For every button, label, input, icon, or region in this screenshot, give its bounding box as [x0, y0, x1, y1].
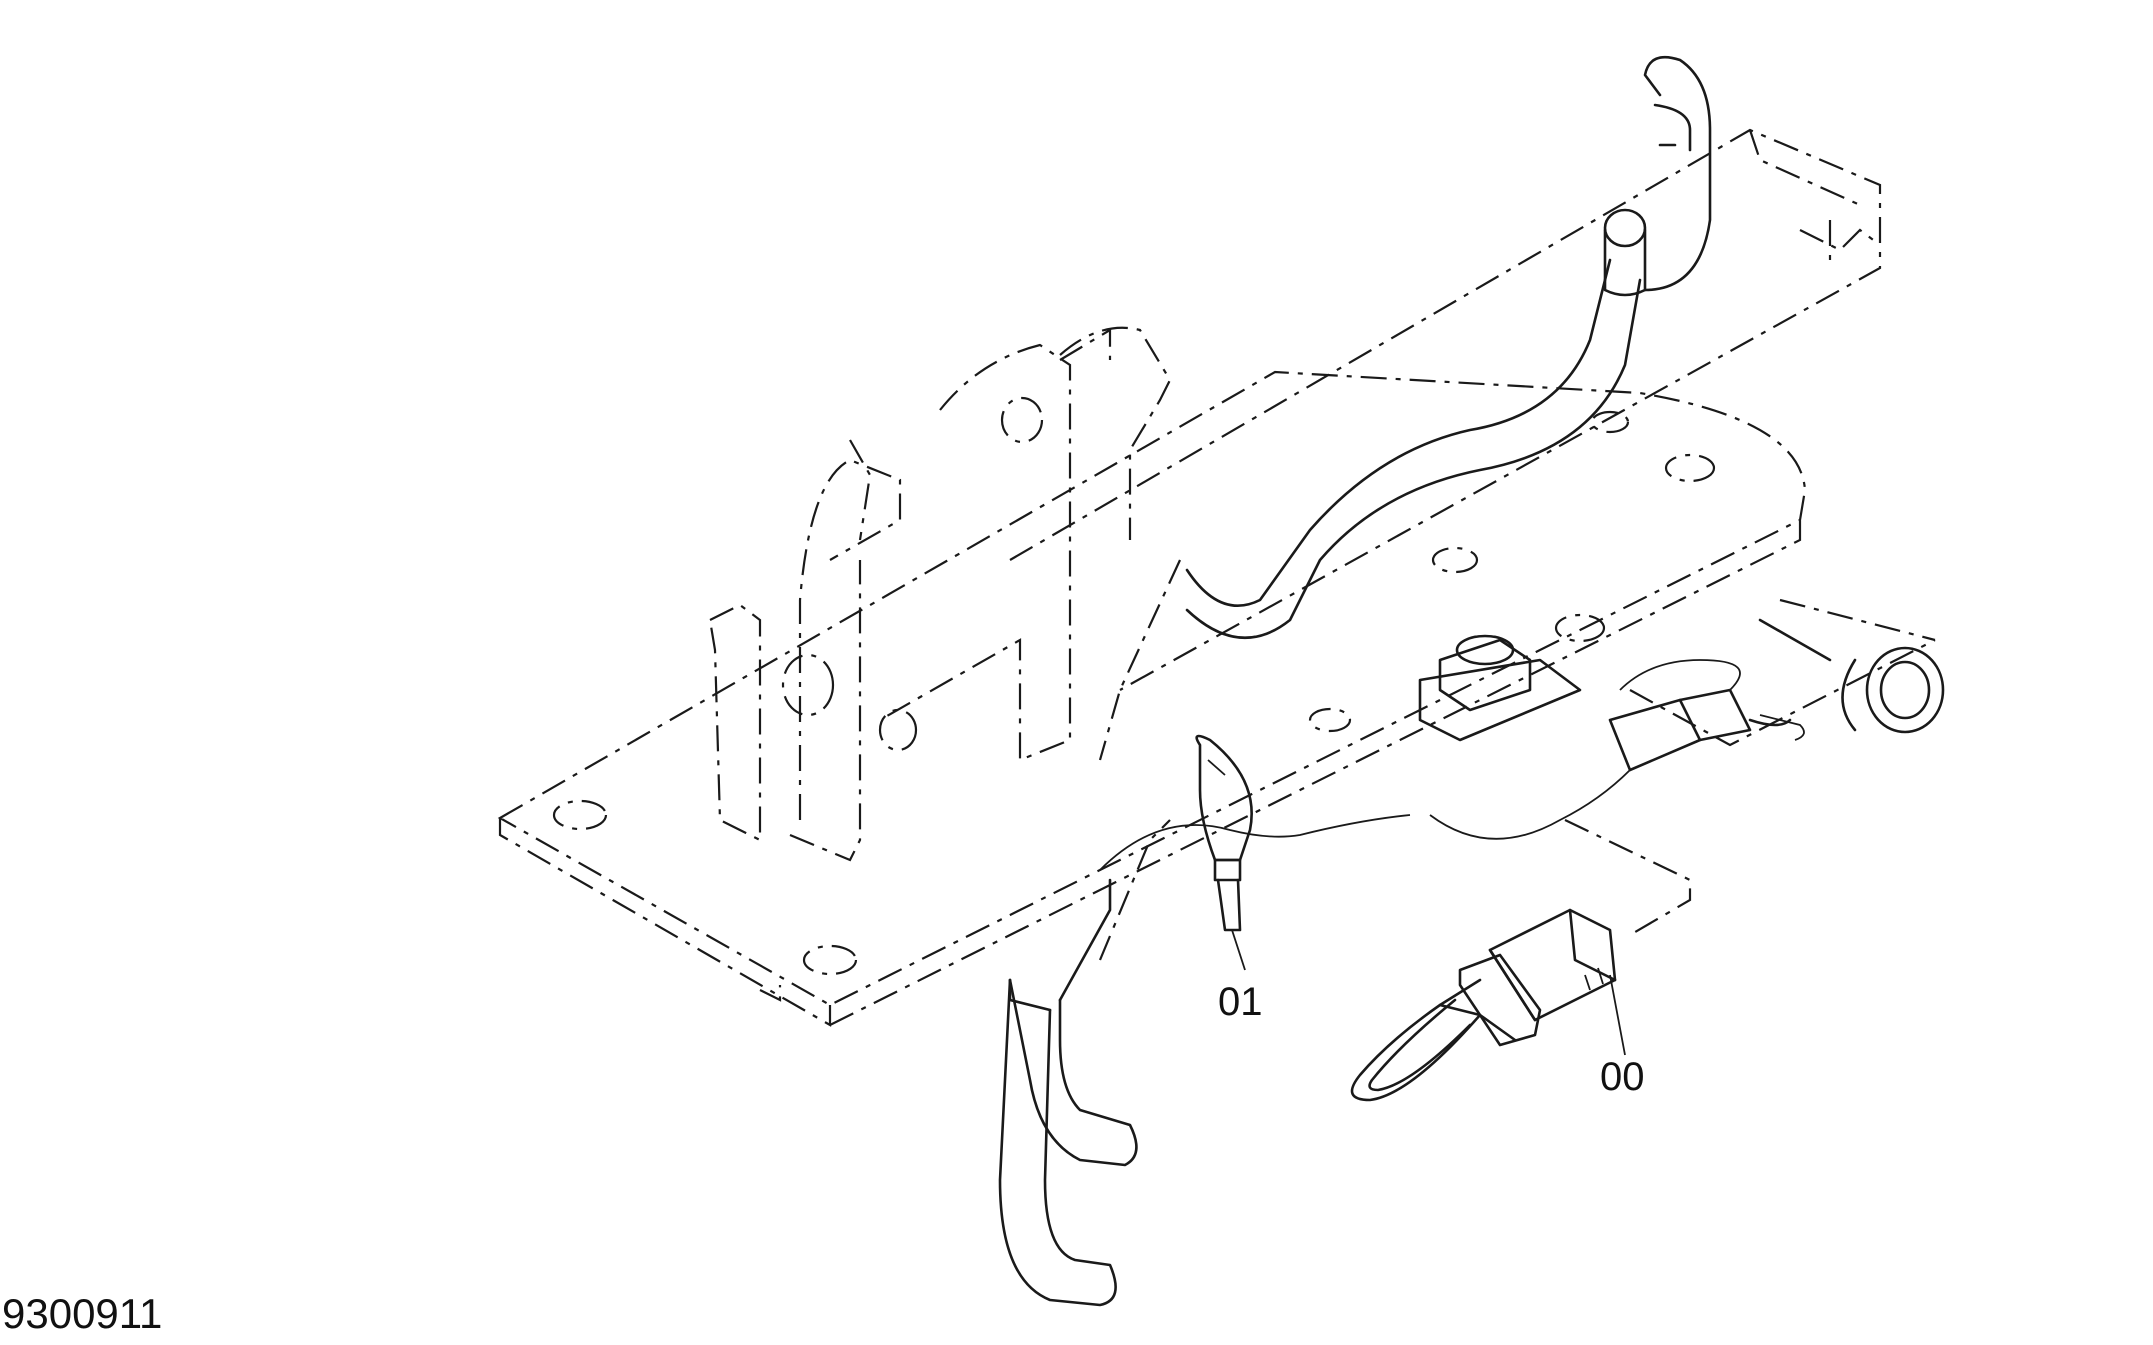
harness-connector [1429, 659, 1805, 840]
callout-label-00: 00 [1600, 1055, 1645, 1099]
base-plate [497, 370, 1807, 1027]
hose [1185, 55, 1712, 640]
pedal-levers [998, 559, 1181, 1307]
bolt [1418, 634, 1582, 742]
left-bracket [708, 326, 1172, 862]
leader-lines [1231, 819, 1692, 1056]
cable-tie-part-01 [1099, 734, 1411, 932]
pipe-end [1758, 618, 1945, 734]
drawing-number: 9300911 [2, 1290, 163, 1337]
short-plug-part-00 [1350, 908, 1617, 1102]
callout-label-01: 01 [1218, 980, 1263, 1024]
upper-frame [1009, 128, 1936, 747]
